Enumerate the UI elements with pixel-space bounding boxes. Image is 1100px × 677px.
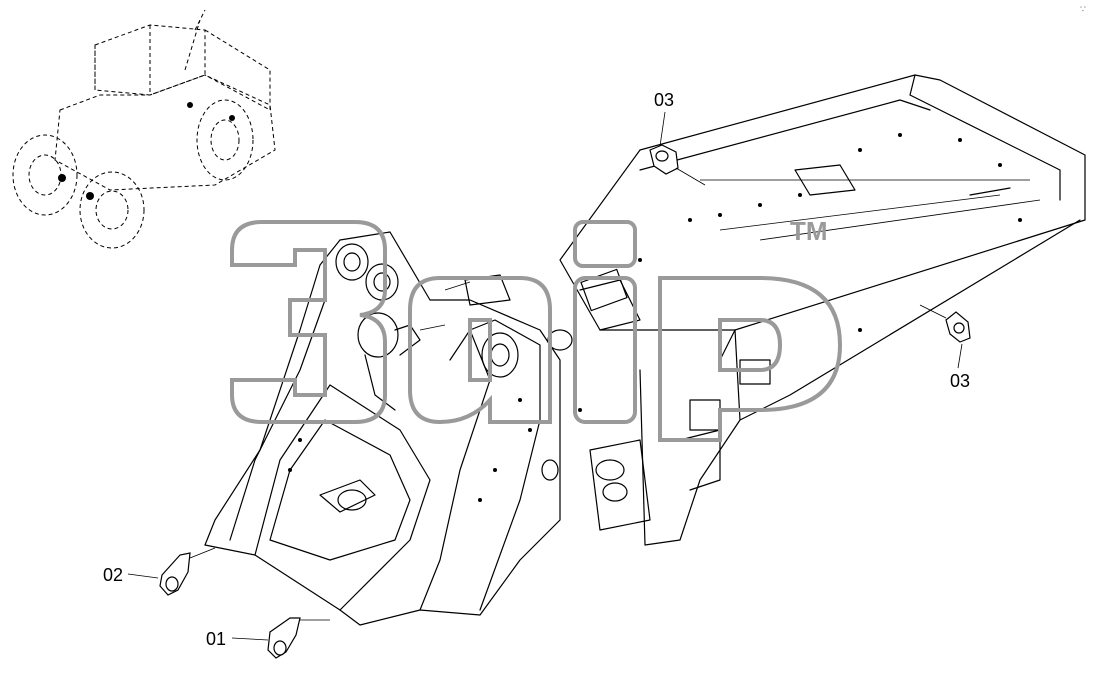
tractor-overview-thumbnail <box>12 9 276 249</box>
part-02 <box>159 547 216 596</box>
callout-02: 02 <box>103 565 123 585</box>
part-03-lower <box>919 304 971 343</box>
callout-03-lower: 03 <box>950 371 970 391</box>
callout-03-upper: 03 <box>654 90 674 110</box>
watermark-trademark: TM <box>790 216 828 246</box>
corner-mark: ∵ <box>1080 5 1086 15</box>
callout-01: 01 <box>206 629 226 649</box>
main-frame-drawing <box>204 74 1086 626</box>
part-03-upper <box>649 144 706 186</box>
part-01 <box>267 617 330 659</box>
watermark-logo: TM <box>230 216 843 442</box>
leader-lines <box>127 111 963 641</box>
frame-bolt-holes <box>288 133 1022 502</box>
